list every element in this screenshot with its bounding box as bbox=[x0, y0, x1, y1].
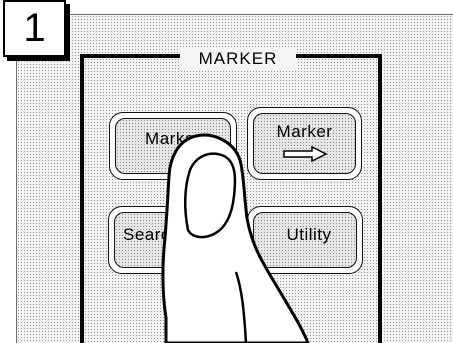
search-key-face: Search bbox=[114, 212, 224, 268]
utility-key-face: Utility bbox=[253, 212, 357, 268]
search-key[interactable]: Search bbox=[108, 206, 230, 274]
utility-key[interactable]: Utility bbox=[247, 206, 363, 274]
marker-key-group bbox=[80, 54, 382, 343]
right-arrow-icon bbox=[282, 145, 328, 163]
marker-arrow-key[interactable]: Marker bbox=[247, 107, 362, 180]
utility-key-label: Utility bbox=[262, 225, 356, 245]
marker-arrow-key-face: Marker bbox=[253, 113, 356, 174]
group-title: MARKER bbox=[180, 48, 296, 70]
marker-arrow-key-label: Marker bbox=[254, 122, 355, 142]
marker-key-label: Marker bbox=[116, 129, 230, 149]
marker-key[interactable]: Marker bbox=[109, 112, 237, 180]
step-number-badge: 1 bbox=[3, 0, 66, 57]
marker-key-face: Marker bbox=[115, 118, 231, 174]
search-key-label: Search bbox=[123, 225, 180, 245]
